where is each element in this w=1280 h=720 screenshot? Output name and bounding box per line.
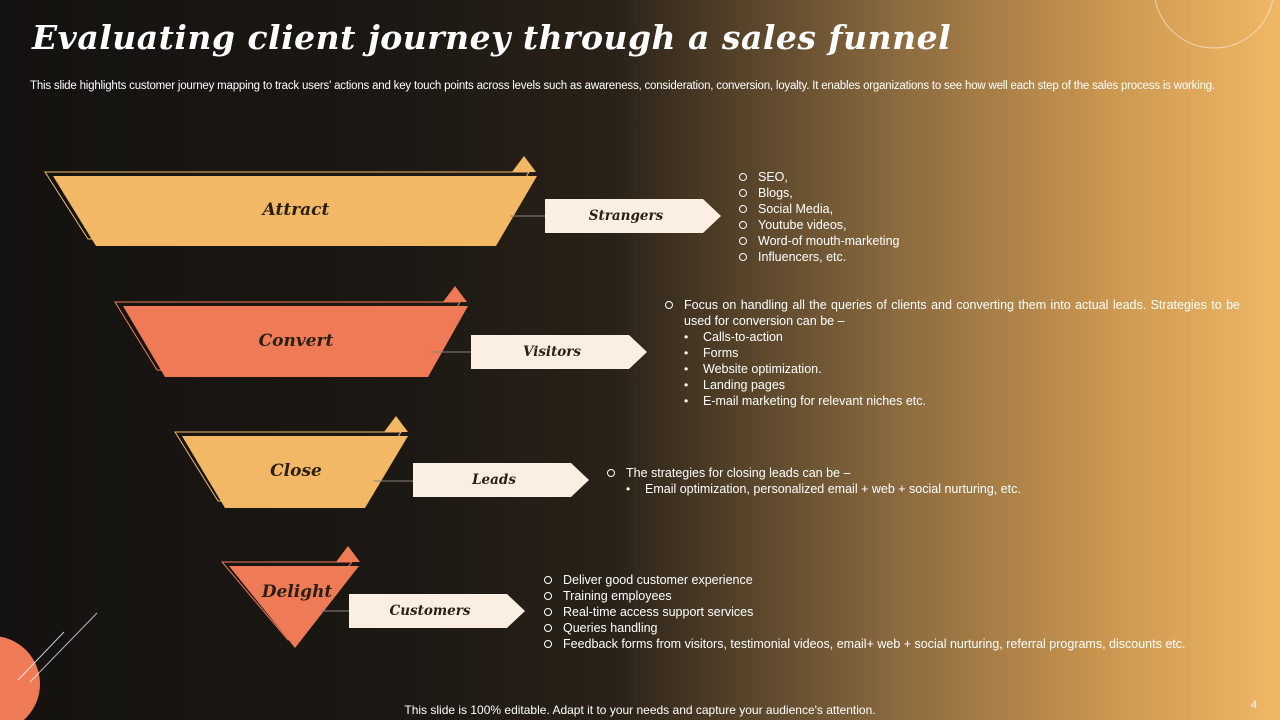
audience-tag-visitors: Visitors [471,335,647,369]
slide-subtitle: This slide highlights customer journey m… [30,80,1215,92]
list-item: Social Media, [738,201,1098,217]
sublist-item: Email optimization, personalized email +… [626,481,1206,497]
list-item: Youtube videos, [738,217,1098,233]
sublist-item: Calls-to-action [684,329,1240,345]
list-item: SEO, [738,169,1098,185]
close-strategies-list: The strategies for closing leads can be … [606,465,1206,497]
list-item: The strategies for closing leads can be … [606,465,1206,497]
delight-tactics-list: Deliver good customer experience Trainin… [543,572,1263,652]
list-item-text: Focus on handling all the queries of cli… [684,298,1240,328]
slide-title: Evaluating client journey through a sale… [32,18,952,57]
funnel-stage-close [174,416,413,508]
stage-label-attract: Attract [262,200,330,220]
sublist-item: E-mail marketing for relevant niches etc… [684,393,1240,409]
audience-tag-customers: Customers [349,594,525,628]
sublist-item: Landing pages [684,377,1240,393]
attract-tactics-list: SEO, Blogs, Social Media, Youtube videos… [738,169,1098,265]
funnel-stage-attract [44,156,545,246]
audience-tag-label: Visitors [522,344,582,360]
audience-tag-strangers: Strangers [545,199,721,233]
funnel-stage-delight [220,546,360,648]
slide-footer: This slide is 100% editable. Adapt it to… [404,703,876,717]
sublist-item: Forms [684,345,1240,361]
stage-label-delight: Delight [261,582,333,602]
list-item: Blogs, [738,185,1098,201]
convert-strategies-list: Focus on handling all the queries of cli… [664,297,1240,409]
list-item: Queries handling [543,620,1263,636]
list-item: Real-time access support services [543,604,1263,620]
audience-tag-label: Strangers [588,208,664,224]
stage-label-convert: Convert [258,331,334,351]
list-item: Deliver good customer experience [543,572,1263,588]
conversion-sublist: Calls-to-action Forms Website optimizati… [684,329,1240,409]
closing-sublist: Email optimization, personalized email +… [626,481,1206,497]
list-item: Feedback forms from visitors, testimonia… [543,636,1263,652]
page-number: 4 [1251,699,1258,711]
list-item: Training employees [543,588,1263,604]
list-item: Word-of mouth-marketing [738,233,1098,249]
funnel-stage-convert [114,286,471,377]
audience-tag-label: Customers [389,603,471,619]
audience-tag-label: Leads [472,472,516,488]
list-item: Influencers, etc. [738,249,1098,265]
stage-label-close: Close [270,461,322,481]
list-item-text: The strategies for closing leads can be … [626,466,851,480]
sublist-item: Website optimization. [684,361,1240,377]
list-item: Focus on handling all the queries of cli… [664,297,1240,409]
audience-tag-leads: Leads [413,463,589,497]
